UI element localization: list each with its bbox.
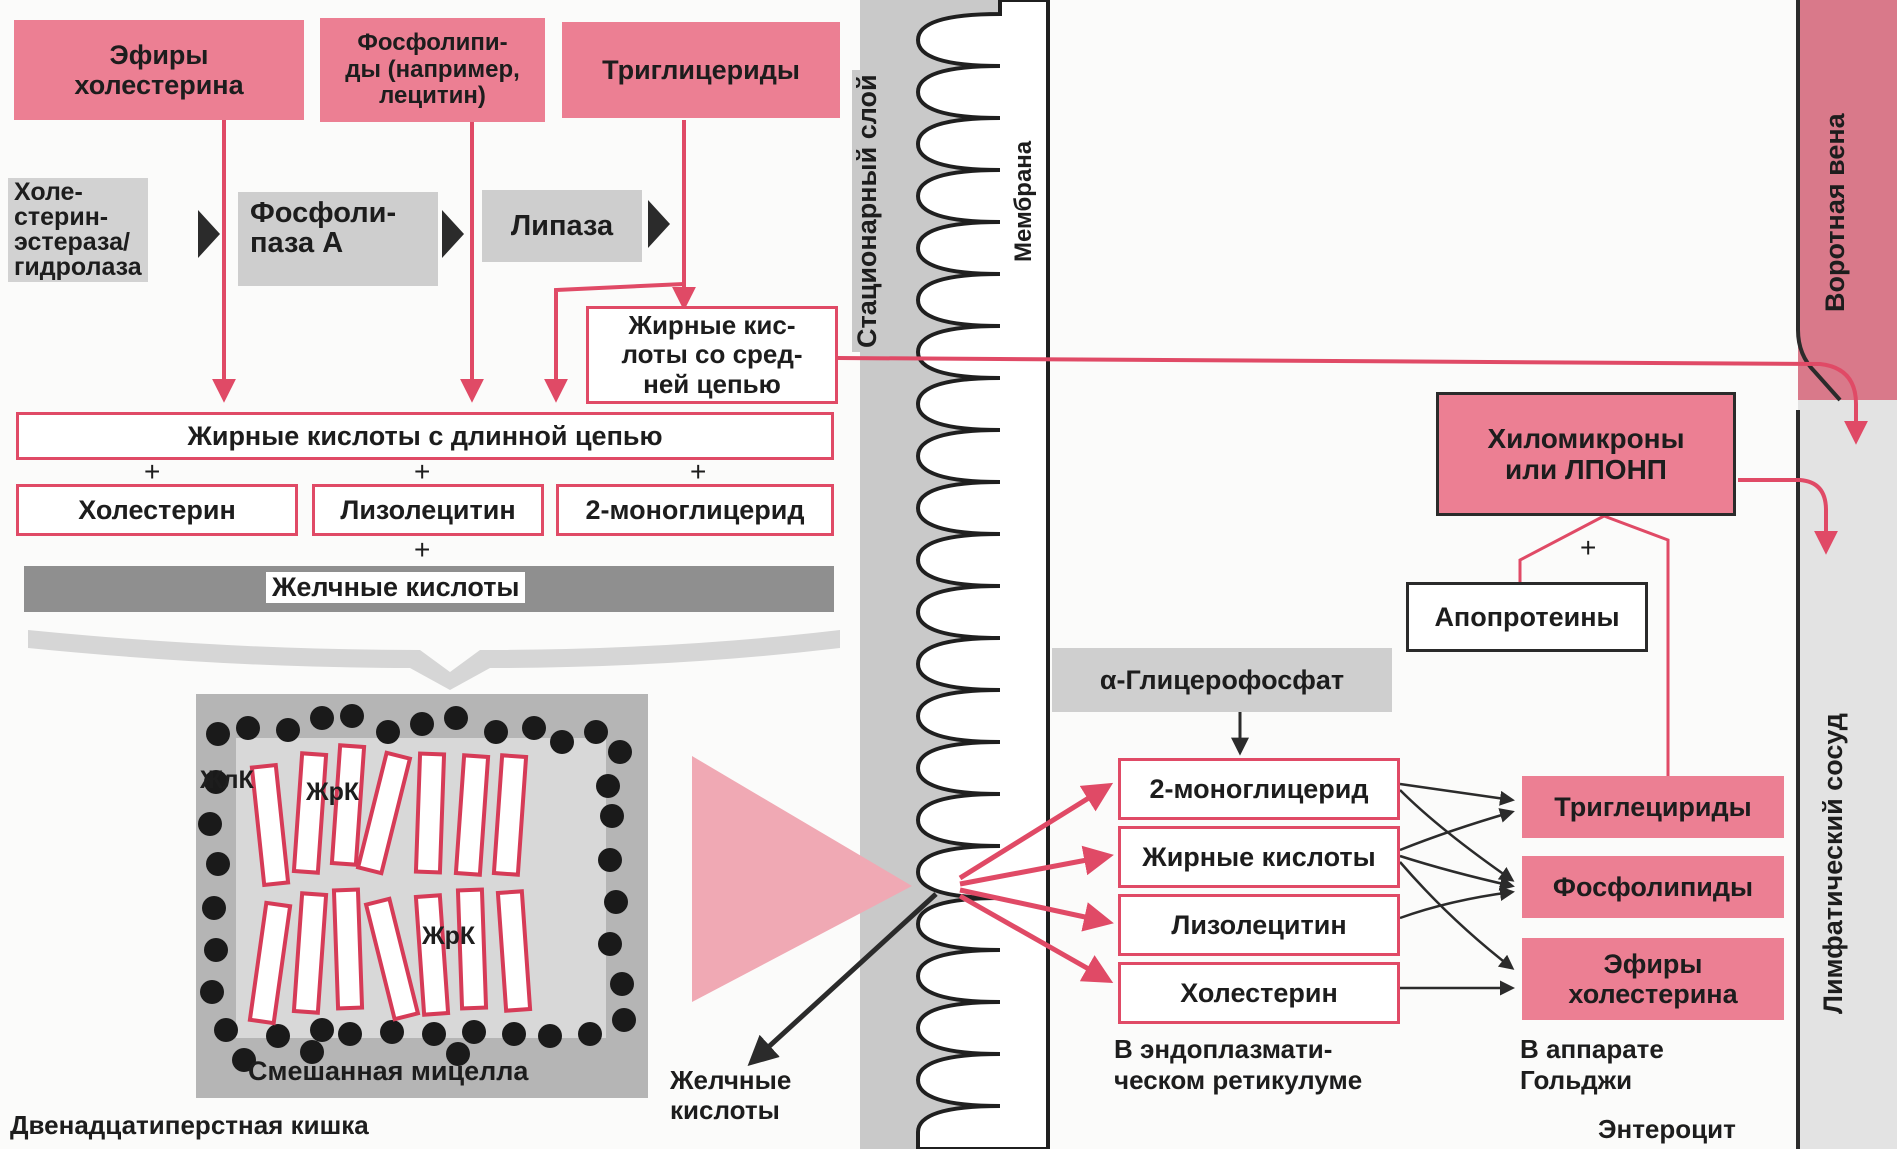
er-caption: В эндоплазмати- ческом ретикулуме bbox=[1114, 1034, 1362, 1096]
er-lysolecithin: Лизолецитин bbox=[1118, 894, 1400, 956]
enzyme-cholesterol-esterase: Холе- стерин- эстераза/ гидролаза bbox=[8, 178, 148, 282]
enzyme-phospholipase: Фосфоли- паза А bbox=[238, 192, 438, 286]
glycerophosphate: α-Глицерофосфат bbox=[1052, 648, 1392, 712]
product-monoglyceride: 2-моноглицерид bbox=[556, 484, 834, 536]
brace bbox=[28, 630, 840, 690]
bile-acids-out-label: Желчные кислоты bbox=[670, 1066, 791, 1126]
link-fa-tg bbox=[1400, 812, 1512, 850]
er-monoglyceride: 2-моноглицерид bbox=[1118, 758, 1400, 820]
plus-sign: + bbox=[1580, 532, 1596, 564]
lymph-vessel-label: Лимфатический сосуд bbox=[1818, 713, 1849, 1014]
link-mono-pl bbox=[1400, 790, 1512, 880]
mixed-micelle: ЖлК ЖрК ЖрК Смешанная мицелла bbox=[196, 694, 648, 1098]
apoproteins: Апопротеины bbox=[1406, 582, 1648, 652]
fatty-acid-rods bbox=[250, 745, 530, 1023]
golgi-cholesterol-esters: Эфиры холестерина bbox=[1522, 938, 1784, 1020]
unstirred-layer-label: Стационарный слой bbox=[852, 70, 883, 352]
portal-vein-label: Воротная вена bbox=[1820, 113, 1851, 312]
product-cholesterol: Холестерин bbox=[16, 484, 298, 536]
source-cholesterol-esters: Эфиры холестерина bbox=[14, 20, 304, 120]
source-phospholipids: Фосфолипи- ды (например, лецитин) bbox=[320, 18, 545, 122]
arrow-chylomicrons-lymph bbox=[1738, 480, 1826, 550]
bile-acid-label: ЖлК bbox=[200, 766, 254, 795]
fatty-acid-label-2: ЖрК bbox=[422, 922, 475, 951]
enzyme-arrow-1 bbox=[198, 210, 220, 258]
bile-acids-label: Желчные кислоты bbox=[266, 572, 525, 603]
micelle-molecules bbox=[196, 694, 648, 1098]
duodenum-label: Двенадцатиперстная кишка bbox=[10, 1110, 369, 1141]
golgi-caption: В аппарате Гольджи bbox=[1520, 1034, 1664, 1096]
enzyme-arrow-3 bbox=[648, 200, 670, 248]
enzyme-lipase: Липаза bbox=[482, 190, 642, 262]
er-cholesterol: Холестерин bbox=[1118, 962, 1400, 1024]
chylomicrons: Хиломикроны или ЛПОНП bbox=[1436, 392, 1736, 516]
product-lysolecithin: Лизолецитин bbox=[312, 484, 544, 536]
enterocyte-label: Энтероцит bbox=[1598, 1114, 1736, 1145]
absorption-cone bbox=[692, 756, 912, 1002]
link-mono-tg bbox=[1400, 784, 1512, 800]
golgi-phospholipids: Фосфолипиды bbox=[1522, 856, 1784, 918]
er-fatty-acids: Жирные кислоты bbox=[1118, 826, 1400, 888]
micelle-caption: Смешанная мицелла bbox=[248, 1056, 528, 1087]
membrane-label: Мембрана bbox=[1010, 141, 1038, 262]
long-chain-fatty-acids: Жирные кислоты с длинной цепью bbox=[16, 412, 834, 460]
medium-chain-fatty-acids: Жирные кис- лоты со сред- ней цепью bbox=[586, 306, 838, 404]
enzyme-arrow-2 bbox=[442, 210, 464, 258]
source-triglycerides: Триглицериды bbox=[562, 22, 840, 118]
link-fa-ce bbox=[1400, 862, 1512, 968]
link-lyso-pl bbox=[1400, 892, 1512, 918]
fatty-acid-label-1: ЖрК bbox=[306, 778, 359, 807]
golgi-triglycerides: Триглецириды bbox=[1522, 776, 1784, 838]
plus-sign: + bbox=[414, 534, 430, 566]
